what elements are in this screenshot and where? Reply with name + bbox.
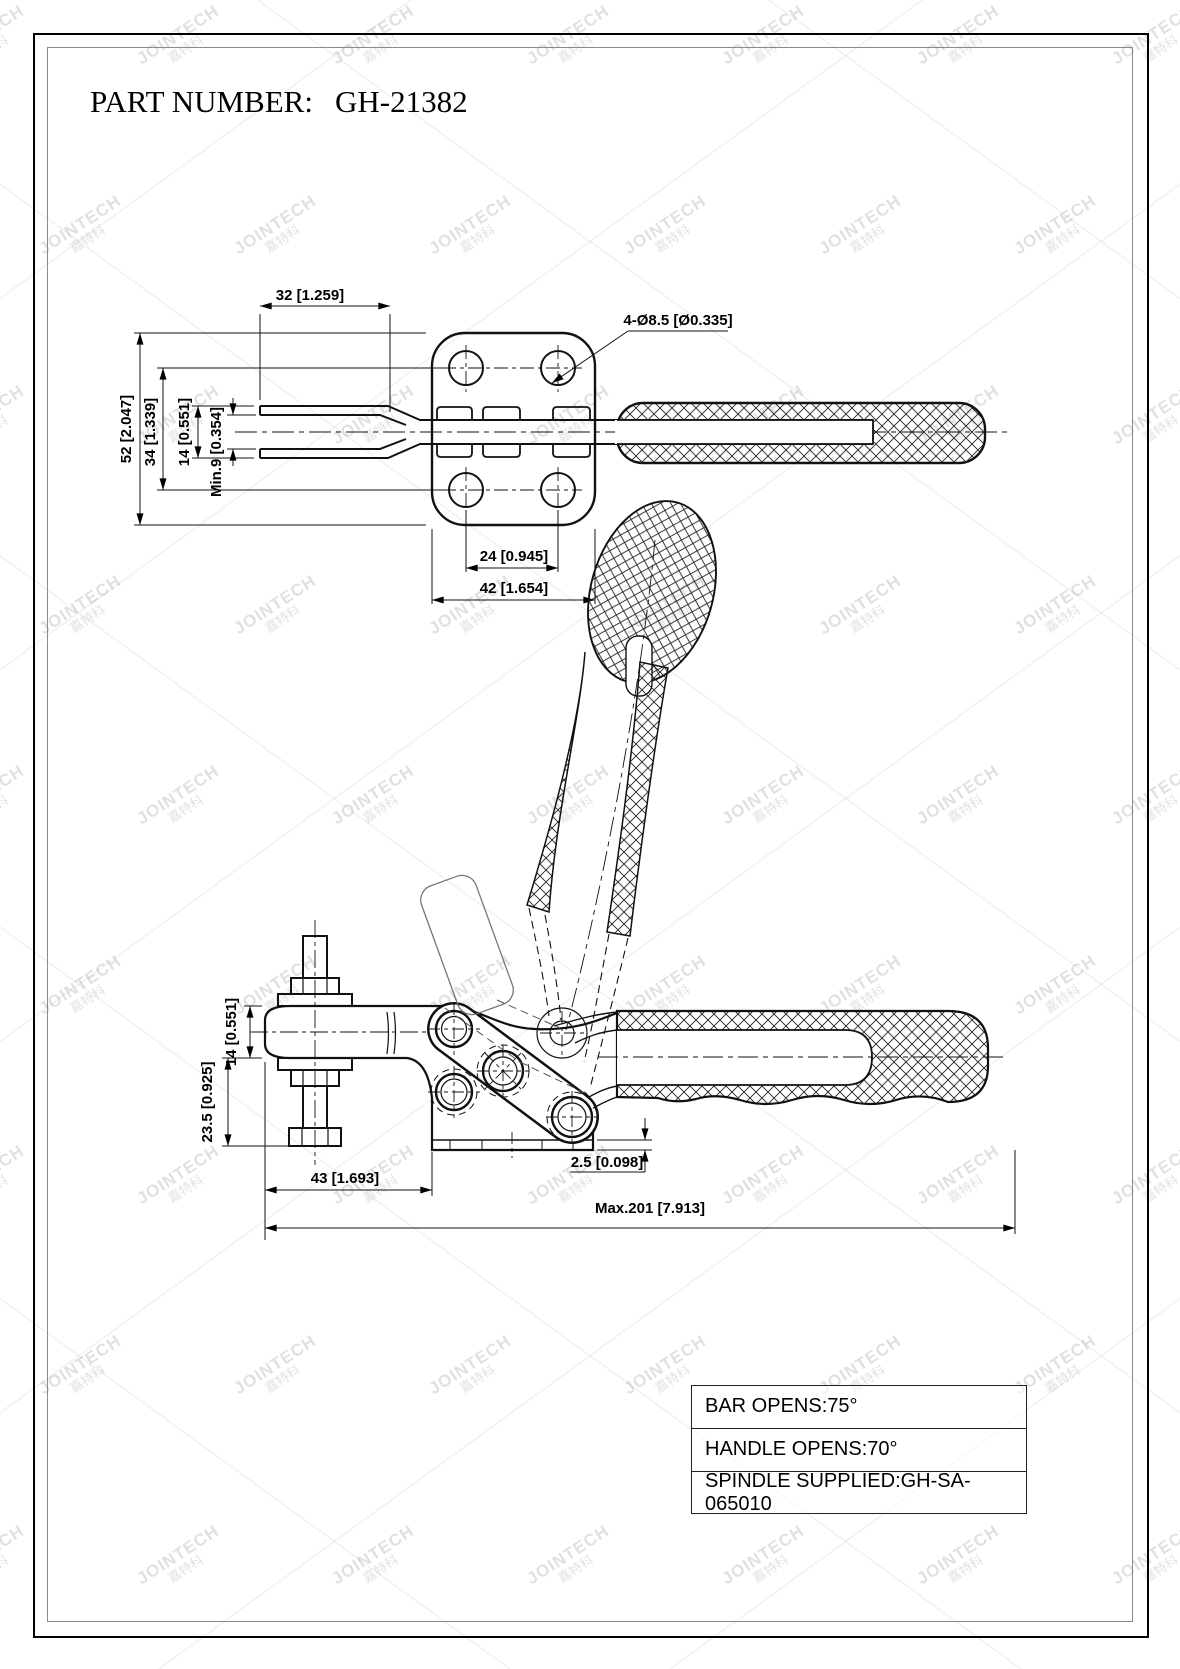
bar-open-position-phantom [420,874,586,1094]
sheet-inner-border [47,47,1133,1622]
dim-thickness-2-5: 2.5 [0.098] [571,1154,644,1171]
open-fork-left-prong [526,651,586,914]
dim-hole-pitch-24: 24 [0.945] [480,548,548,565]
side-view-dimensions [222,1005,1016,1240]
handle-grip-side [553,1009,1008,1109]
sheet-outer-border [33,33,1149,1638]
side-view-dimension-labels: 14 [0.551] 23.5 [0.925] 43 [1.693] 2.5 [… [199,998,705,1217]
part-number-label: PART NUMBER: [90,84,313,119]
spec-table: BAR OPENS:75° HANDLE OPENS:70° SPINDLE S… [691,1385,1027,1515]
dim-spindle-23-5: 23.5 [0.925] [199,1062,216,1143]
dim-side-bar-14: 14 [0.551] [223,998,240,1066]
bar-retaining-tabs [436,406,591,458]
dim-base-43: 43 [1.693] [311,1170,379,1187]
top-view-dimension-labels: 32 [1.259] 4-Ø8.5 [Ø0.335] 52 [2.047] 34… [118,287,733,597]
spec-bar-opens-text: BAR OPENS:75° [705,1395,858,1418]
page-title: PART NUMBER: GH-21382 [90,84,468,120]
handle-grip-plan [615,401,987,465]
dim-bar-14: 14 [0.551] [176,398,193,466]
spec-row-bar-opens: BAR OPENS:75° [692,1386,1026,1428]
spec-handle-opens-text: HANDLE OPENS:70° [705,1438,898,1461]
top-view-dimensions [134,302,728,604]
dim-height-52: 52 [2.047] [118,395,135,463]
dim-min-9: Min.9 [0.354] [208,407,225,497]
dim-hole-callout: 4-Ø8.5 [Ø0.335] [623,312,732,329]
dim-hole-span-34: 34 [1.339] [142,398,159,466]
mounting-plate [430,331,597,527]
spec-row-handle-opens: HANDLE OPENS:70° [692,1427,1026,1471]
open-handle-centerline [565,539,656,1031]
spindle-assembly [277,920,353,1165]
spec-spindle-supplied-text: SPINDLE SUPPLIED:GH-SA-065010 [705,1469,971,1515]
spec-row-spindle-supplied: SPINDLE SUPPLIED:GH-SA-065010 [692,1469,1026,1515]
handle-open-position [526,500,717,1089]
side-view: 14 [0.551] 23.5 [0.925] 43 [1.693] 2.5 [… [199,874,1016,1240]
dim-plate-42: 42 [1.654] [480,580,548,597]
part-number-value: GH-21382 [334,84,468,119]
dim-max-201: Max.201 [7.913] [595,1200,705,1217]
dim-width-32: 32 [1.259] [276,287,344,304]
toggle-linkage [427,1002,599,1144]
top-view: 32 [1.259] 4-Ø8.5 [Ø0.335] 52 [2.047] 34… [118,287,1008,604]
open-fork-right-prong [606,661,669,937]
